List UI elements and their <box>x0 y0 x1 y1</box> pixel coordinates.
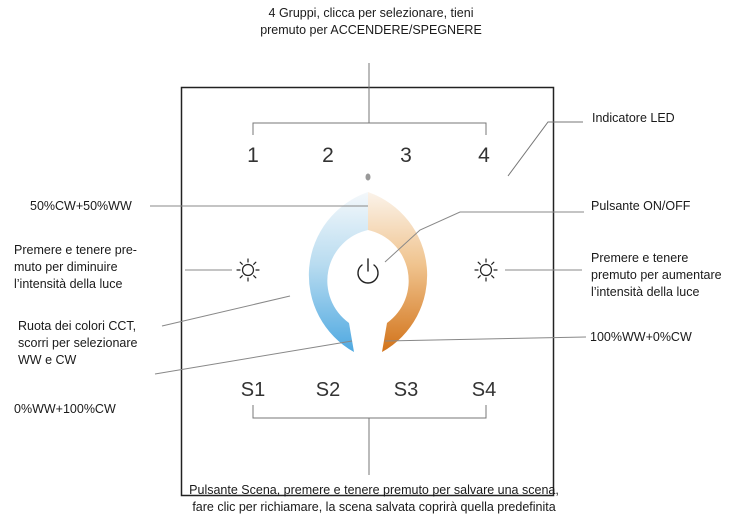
mix-label: 50%CW+50%WW <box>30 199 132 213</box>
panel-frame <box>180 86 555 497</box>
sun-icon[interactable] <box>474 258 498 282</box>
sun-icon[interactable] <box>236 258 260 282</box>
scene-button-4[interactable]: S4 <box>472 379 496 401</box>
led-leader <box>507 121 583 177</box>
cct-wheel-cool-half[interactable] <box>308 192 368 352</box>
group-button-3[interactable]: 3 <box>400 144 412 167</box>
cct-wheel-warm-half[interactable] <box>368 192 428 352</box>
led-label: Indicatore LED <box>592 111 675 125</box>
groups-label: 4 Gruppi, clicca per selezionare, tieni … <box>260 6 482 37</box>
dim-up-label: Premere e tenere premuto per aumentare l… <box>591 251 722 299</box>
ww100-label: 100%WW+0%CW <box>590 330 692 344</box>
group-button-2[interactable]: 2 <box>322 144 334 167</box>
scene-label: Pulsante Scena, premere e tenere premuto… <box>189 483 559 514</box>
scene-button-1[interactable]: S1 <box>241 379 265 401</box>
scene-button-3[interactable]: S3 <box>394 379 418 401</box>
group-button-4[interactable]: 4 <box>478 144 490 167</box>
cw100-label: 0%WW+100%CW <box>14 402 116 416</box>
wheel-label: Ruota dei colori CCT, scorri per selezio… <box>18 319 138 367</box>
group-button-1[interactable]: 1 <box>247 144 259 167</box>
onoff-label: Pulsante ON/OFF <box>591 199 691 213</box>
leader-lines <box>150 205 587 375</box>
group-bracket <box>252 63 487 135</box>
scene-button-2[interactable]: S2 <box>316 379 340 401</box>
led-indicator <box>365 173 371 181</box>
power-icon[interactable] <box>357 258 379 284</box>
scene-bracket <box>252 405 487 475</box>
dim-down-label: Premere e tenere pre- muto per diminuire… <box>14 243 137 291</box>
